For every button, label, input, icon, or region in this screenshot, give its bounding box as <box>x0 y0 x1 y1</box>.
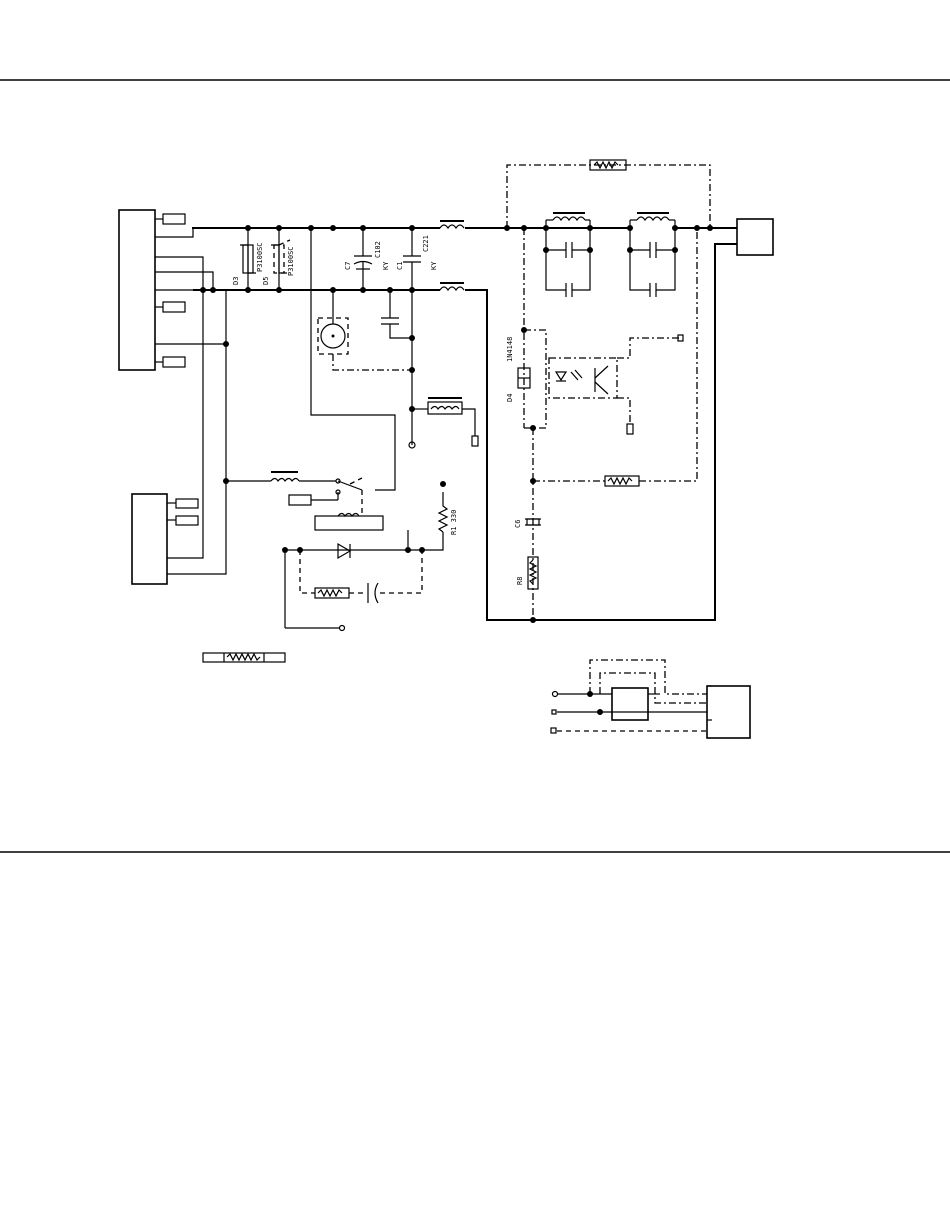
line-inductor-bottom <box>440 283 464 290</box>
filter-section-1 <box>546 213 590 297</box>
label-c6: C6 <box>514 520 522 528</box>
resistor-r8: R8 <box>516 557 538 589</box>
filter-section-2 <box>630 213 675 297</box>
label-c102-rating: KY <box>382 261 390 270</box>
diode-string <box>285 530 422 631</box>
capacitor-c7: C7 C102 KY <box>344 228 390 290</box>
resistor-r1: R1 330 <box>422 481 458 550</box>
relay-switch <box>289 478 383 530</box>
varistor-d3: D3 P3100SC <box>232 228 264 290</box>
label-c102: C102 <box>374 241 382 258</box>
label-c221: C221 <box>422 235 430 252</box>
label-d4: D4 <box>506 394 514 402</box>
label-c1: C1 <box>396 262 404 270</box>
optocoupler <box>549 335 683 434</box>
label-c7: C7 <box>344 262 352 270</box>
label-d3: D3 <box>232 277 240 285</box>
label-d4-part: 1N4148 <box>506 337 514 362</box>
switch-feed <box>226 228 395 490</box>
line-inductor-top <box>440 221 464 228</box>
varistor-d5: D5 P3100SC <box>262 228 295 290</box>
shield-outline <box>507 160 710 228</box>
label-c221-rating: KY <box>430 261 438 270</box>
feedback-resistor <box>533 228 697 486</box>
inset-diagram <box>551 660 750 738</box>
junction-dots <box>200 225 713 623</box>
label-r1: R1 330 <box>450 510 458 535</box>
label-d5: D5 <box>262 277 270 285</box>
label-d5-part: P3100SC <box>287 246 295 276</box>
label-r8: R8 <box>516 577 524 585</box>
relay-coil-upper <box>412 398 478 446</box>
label-d3-part: P3100SC <box>256 242 264 272</box>
thermal-sensor <box>318 290 412 370</box>
capacitor-c1: C1 C221 KY <box>396 228 438 290</box>
legend-resistor-symbol <box>203 653 285 662</box>
output-block <box>737 219 773 255</box>
control-branch: D4 1N4148 <box>506 228 546 620</box>
capacitor-c6: C6 <box>514 519 541 528</box>
